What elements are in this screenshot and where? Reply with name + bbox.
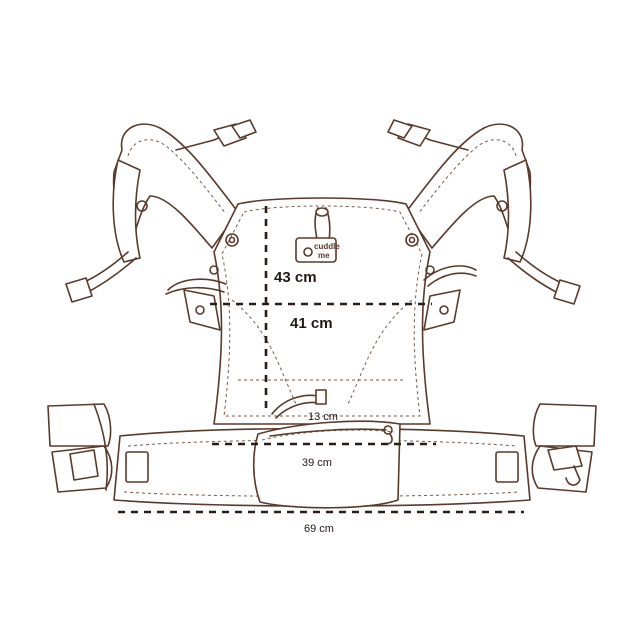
logo-text-line2: me bbox=[318, 251, 330, 260]
carrier-body-panel bbox=[165, 197, 477, 425]
dimension-lines bbox=[118, 206, 524, 514]
panel-width-dimension-label: 41 cm bbox=[290, 315, 333, 332]
strap-attach-dimension-label: 13 cm bbox=[308, 411, 338, 423]
brand-logo: cuddle me bbox=[295, 237, 340, 263]
belt-width-dimension-label: 69 cm bbox=[304, 523, 334, 535]
pouch-width-dimension-label: 39 cm bbox=[302, 457, 332, 469]
logo-text-line1: cuddle bbox=[314, 242, 340, 251]
height-dimension-label: 43 cm bbox=[274, 269, 317, 286]
left-shoulder-strap bbox=[65, 119, 257, 303]
right-shoulder-strap bbox=[387, 119, 581, 305]
